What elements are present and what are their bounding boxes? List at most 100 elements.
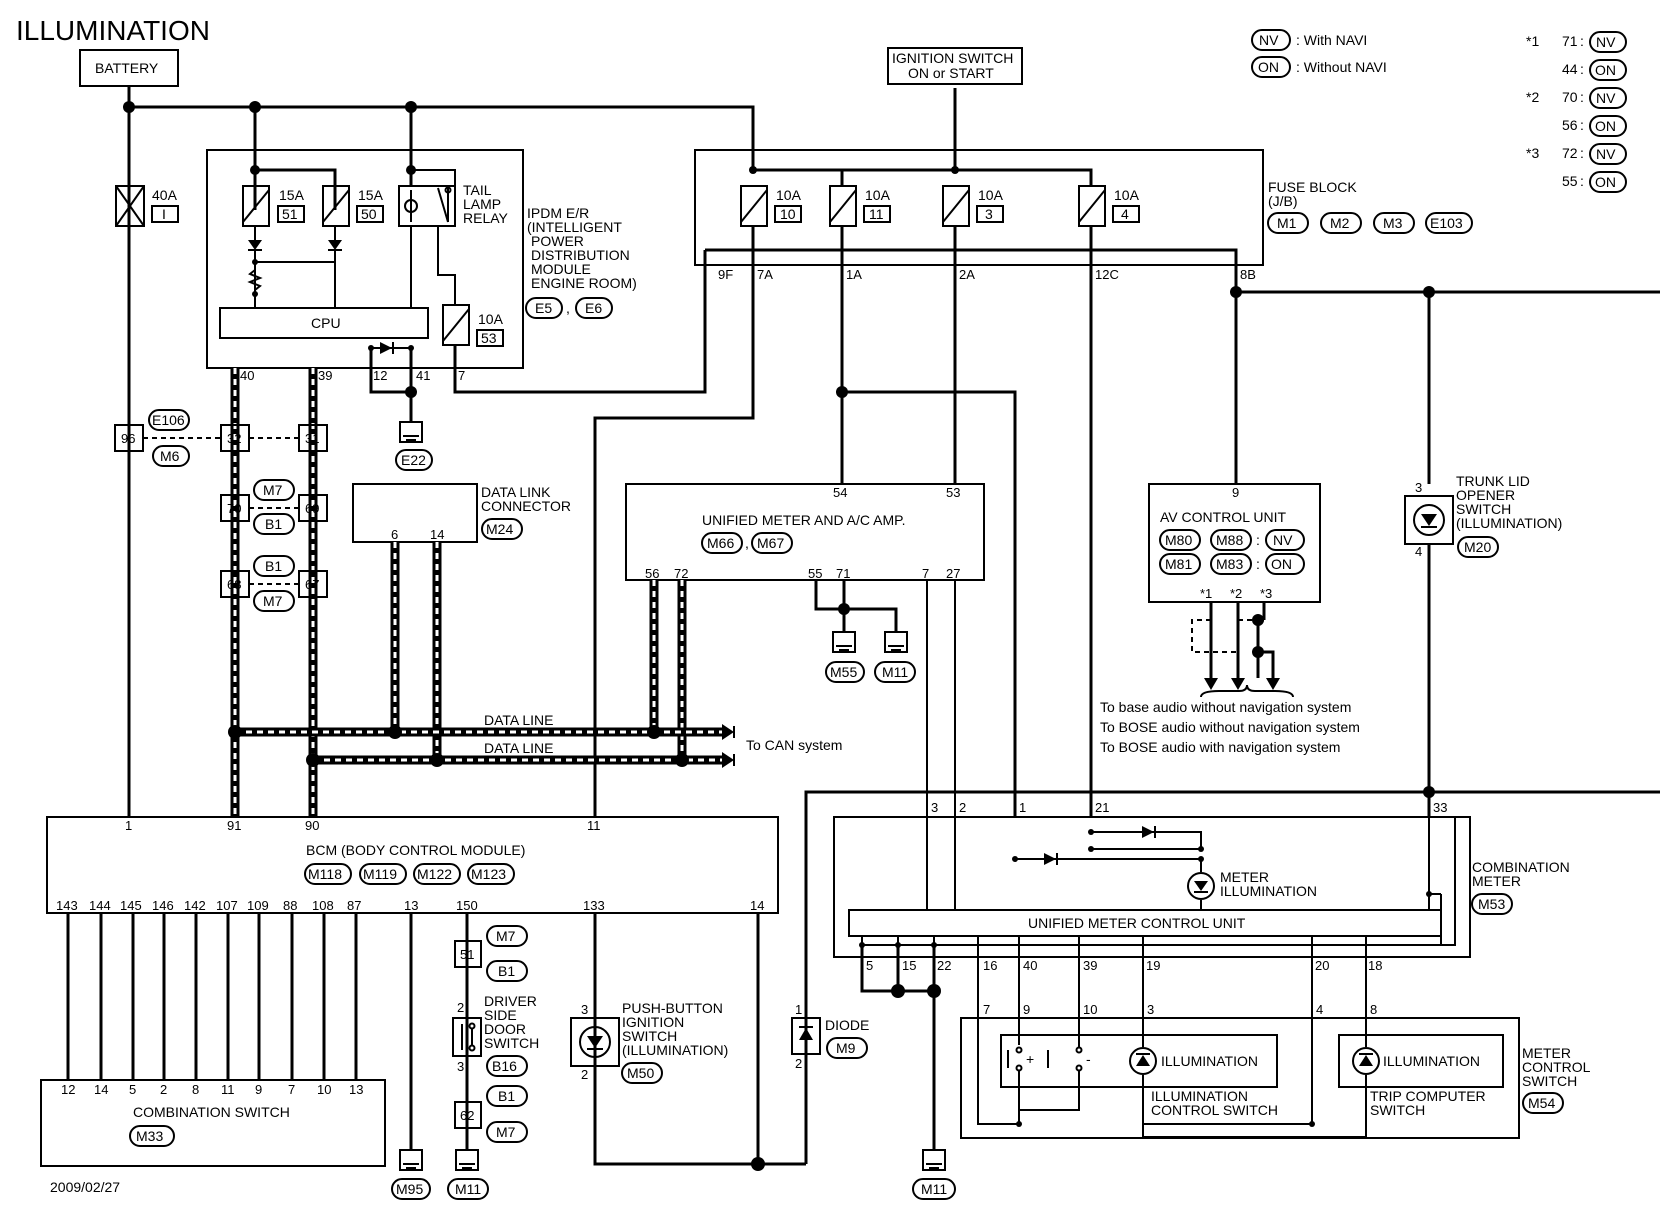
ipdm-name-4: DISTRIBUTION (531, 247, 630, 263)
combo-pin-13: 13 (349, 1082, 363, 1097)
cmeter-pin-2: 2 (959, 800, 966, 815)
av-conn-4: M83 (1216, 556, 1243, 572)
legend-nv-code: NV (1259, 32, 1279, 48)
svg-text:,: , (566, 300, 570, 316)
mcs-pin-10: 10 (1083, 1002, 1097, 1017)
door-m7: M7 (496, 928, 516, 944)
ignition-switch-box (887, 47, 1023, 85)
joint-68-label: 68 (227, 577, 241, 592)
ground-door-m11: M11 (447, 1149, 489, 1200)
fuse-4: 10A 4 (1078, 185, 1140, 227)
joint-96-label: 96 (121, 431, 135, 446)
trunk-name-3: SWITCH (1456, 501, 1511, 517)
joint-m7b-label: M7 (263, 593, 283, 609)
av-pin-9: 9 (1232, 485, 1239, 500)
fuse-11: 10A 11 (829, 185, 891, 227)
av-mark-3: *3 (1260, 586, 1272, 601)
bcm-bottom-pins: 143 144 145 146 142 107 109 88 108 87 13… (56, 898, 764, 913)
av-conn-2: M88 (1216, 532, 1243, 548)
note-b-pin-1: 44 (1562, 61, 1578, 77)
umac-pin-27: 27 (946, 566, 960, 581)
ign-label-2: ON or START (908, 65, 994, 81)
fuse-3-id: 3 (985, 206, 993, 222)
umac-pin-71: 71 (836, 566, 850, 581)
bcm-pin-133: 133 (583, 898, 605, 913)
fuse-10-amp: 10A (776, 187, 802, 203)
bcm-pin-13: 13 (404, 898, 418, 913)
ipdm-fuse1-id: 51 (282, 206, 298, 222)
ipdm-cpu (219, 307, 429, 339)
bcm-pin-107: 107 (216, 898, 238, 913)
cpu-label: CPU (311, 315, 341, 331)
ipdm-pin-12: 12 (373, 368, 387, 383)
relay-label-3: RELAY (463, 210, 509, 226)
joint-b1a-label: B1 (265, 516, 282, 532)
av-control-unit (1148, 483, 1321, 603)
door-m7b: M7 (496, 1124, 516, 1140)
av-nv: NV (1273, 532, 1293, 548)
door-name-1: DRIVER (484, 993, 537, 1009)
data-line-label-2: DATA LINE (484, 740, 554, 756)
door-name-2: SIDE (484, 1007, 517, 1023)
trunk-name-4: (ILLUMINATION) (1456, 515, 1562, 531)
note-b-pin-2: 56 (1562, 117, 1578, 133)
trunk-name-2: OPENER (1456, 487, 1515, 503)
cmeter-bottom-pins: 5 15 22 16 40 39 19 20 18 (866, 958, 1382, 973)
cmeter-pin-19: 19 (1146, 958, 1160, 973)
trip-computer-switch (1338, 1034, 1504, 1088)
data-link-connector (352, 483, 478, 543)
ipdm-fuse3-amp: 10A (478, 311, 504, 327)
bcm-pin-109: 109 (247, 898, 269, 913)
combo-pin-7: 7 (288, 1082, 295, 1097)
bcm-conn-4: M123 (471, 866, 506, 882)
umac-pin-72: 72 (674, 566, 688, 581)
legend-nv-text: : With NAVI (1296, 32, 1367, 48)
fuse-10: 10A 10 (740, 185, 802, 227)
mcs-pin-3: 3 (1147, 1002, 1154, 1017)
umac-pin-55: 55 (808, 566, 822, 581)
umac-pin-56: 56 (645, 566, 659, 581)
ipdm-ground-label: E22 (401, 452, 426, 468)
umac-conn-2: M67 (757, 535, 784, 551)
ipdm-fuse3-id: 53 (481, 330, 497, 346)
umac-pin-53: 53 (946, 485, 960, 500)
combination-meter (833, 816, 1471, 958)
svg-text::: : (1580, 145, 1584, 161)
cmeter-pin-3: 3 (931, 800, 938, 815)
combo-pin-9: 9 (255, 1082, 262, 1097)
note-b-code-3: ON (1595, 174, 1616, 190)
push-pin-2: 2 (581, 1067, 588, 1082)
fb-pin-12c: 12C (1095, 267, 1119, 282)
bcm-pin-145: 145 (120, 898, 142, 913)
cmeter-name-2: METER (1472, 873, 1521, 889)
mcs-plus: + (1026, 1051, 1034, 1067)
cmeter-pin-21: 21 (1095, 800, 1109, 815)
ground-m95: M95 (391, 1149, 431, 1200)
push-pin-3: 3 (581, 1002, 588, 1017)
data-line-label-1: DATA LINE (484, 712, 554, 728)
trunk-pin-4: 4 (1415, 544, 1422, 559)
fuse-block-conn-4: E103 (1430, 215, 1463, 231)
ipdm-box (206, 149, 524, 369)
ipdm-name-3: POWER (531, 233, 584, 249)
tail-lamp-relay (398, 185, 456, 227)
cmeter-name-1: COMBINATION (1472, 859, 1570, 875)
umac-conn-1: M66 (707, 535, 734, 551)
note-a-pin-1: 71 (1562, 33, 1578, 49)
ipdm-pin-7: 7 (458, 368, 465, 383)
cmeter-pin-5: 5 (866, 958, 873, 973)
combo-pin-10: 10 (317, 1082, 331, 1097)
mcs-pin-9: 9 (1023, 1002, 1030, 1017)
ipdm-name-2: (INTELLIGENT (527, 219, 622, 235)
bcm-pin-14: 14 (750, 898, 764, 913)
joint-connector-32 (220, 424, 250, 452)
combo-switch-conn: M33 (136, 1128, 163, 1144)
fusible-link-40a: 40A I (115, 185, 179, 227)
push-name-3: SWITCH (622, 1028, 677, 1044)
mcs-minus: - (1086, 1051, 1091, 1067)
svg-text:,: , (745, 535, 749, 551)
note-a-pin-3: 72 (1562, 145, 1578, 161)
door-conn: B16 (492, 1058, 517, 1074)
fb-pin-8b: 8B (1240, 267, 1256, 282)
combination-switch (40, 1079, 386, 1167)
